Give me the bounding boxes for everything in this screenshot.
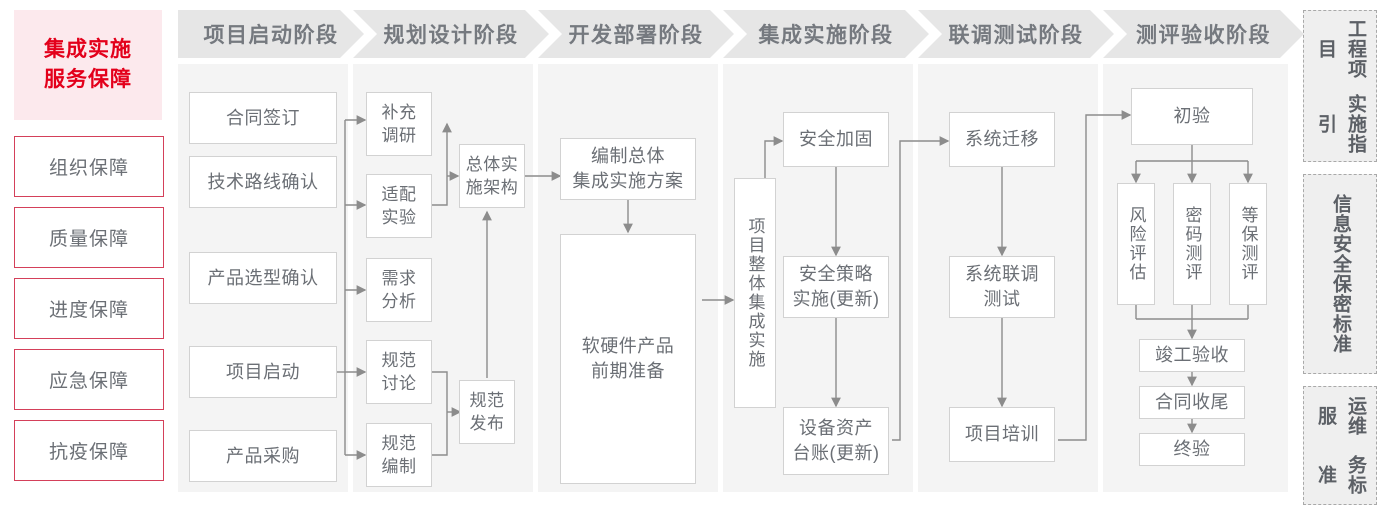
node-label: 初验 [1173,106,1211,126]
standard-operation-service[interactable]: 运维服务标准 [1303,386,1377,505]
phase-header-label: 规划设计阶段 [383,24,519,47]
node-label: 产品采购 [226,445,300,466]
left-sidebar-title-line-1: 集成实施 [44,38,132,61]
node-label: 系统联调测试 [965,264,1039,309]
node-label: 设备资产台账(更新) [792,418,880,463]
sidebar-item-label: 质量保障 [48,229,129,250]
node-label: 系统迁移 [965,129,1039,149]
node-spec-drafting[interactable]: 规范编制 [366,423,432,487]
node-label: 规范发布 [469,391,505,433]
node-tech-route-confirm[interactable]: 技术路线确认 [189,156,337,208]
phase-header-4[interactable]: 集成实施阶段 [723,10,929,58]
node-preliminary-acceptance[interactable]: 初验 [1131,88,1253,145]
node-system-joint-test[interactable]: 系统联调测试 [949,256,1055,318]
node-label: 等保测评 [1238,206,1258,282]
node-spec-release[interactable]: 规范发布 [459,380,515,444]
node-label: 竣工验收 [1155,345,1229,365]
node-adaptation-experiment[interactable]: 适配实验 [366,174,432,238]
node-label: 安全加固 [799,129,873,149]
sidebar-item-organization[interactable]: 组织保障 [14,136,164,197]
phase-header-label: 联调测试阶段 [948,24,1084,47]
phase-header-label: 测评验收阶段 [1136,24,1271,47]
node-label: 总体实施架构 [465,155,519,197]
node-completion-acceptance[interactable]: 竣工验收 [1139,339,1245,372]
node-product-procurement[interactable]: 产品采购 [189,430,337,482]
node-label: 产品选型确认 [207,267,319,288]
node-label: 规范讨论 [381,351,417,393]
right-sidebar: 工程项目实施指引 信息安全保密标准 运维服务标准 [1303,10,1377,505]
node-supplementary-research[interactable]: 补充调研 [366,92,432,156]
node-label: 合同签订 [226,107,300,128]
node-label: 适配实验 [381,185,417,227]
standard-label: 信息安全保密标准 [1330,194,1351,354]
node-overall-architecture[interactable]: 总体实施架构 [459,144,525,208]
phase-header-5[interactable]: 联调测试阶段 [918,10,1114,58]
node-label: 终验 [1173,439,1211,459]
node-contract-signing[interactable]: 合同签订 [189,92,337,144]
node-label: 技术路线确认 [207,171,319,192]
node-project-kickoff[interactable]: 项目启动 [189,346,337,398]
node-overall-project-integration[interactable]: 项目整体集成实施 [734,178,776,408]
node-spec-discussion[interactable]: 规范讨论 [366,340,432,404]
phase-header-label: 集成实施阶段 [758,24,894,47]
left-sidebar-title: 集成实施 服务保障 [14,10,162,120]
standard-label: 运维服务标准 [1315,396,1366,495]
sidebar-item-label: 抗疫保障 [48,442,129,463]
node-label: 项目培训 [965,424,1039,444]
node-security-policy-update[interactable]: 安全策略实施(更新) [783,256,889,318]
sidebar-item-label: 进度保障 [48,300,129,321]
phase-header-label: 项目启动阶段 [203,24,339,47]
phase-header-label: 开发部署阶段 [568,24,704,47]
sidebar-item-schedule[interactable]: 进度保障 [14,278,164,339]
node-crypto-evaluation[interactable]: 密码测评 [1173,183,1211,305]
sidebar-item-epidemic[interactable]: 抗疫保障 [14,420,164,481]
node-product-selection[interactable]: 产品选型确认 [189,252,337,304]
node-final-acceptance[interactable]: 终验 [1139,433,1245,466]
node-label: 需求分析 [381,269,417,311]
left-sidebar-title-line-2: 服务保障 [44,68,132,91]
sidebar-item-emergency[interactable]: 应急保障 [14,349,164,410]
node-label: 补充调研 [381,103,417,145]
node-hw-sw-preparation[interactable]: 软硬件产品前期准备 [560,234,696,484]
node-label: 软硬件产品前期准备 [581,336,675,381]
sidebar-item-label: 组织保障 [48,158,129,179]
phase-header-1[interactable]: 项目启动阶段 [178,10,364,58]
node-security-hardening[interactable]: 安全加固 [783,112,889,167]
node-contract-closeout[interactable]: 合同收尾 [1139,386,1245,419]
node-label: 合同收尾 [1155,392,1229,412]
sidebar-item-label: 应急保障 [48,371,129,392]
node-label: 项目整体集成实施 [745,217,765,369]
node-risk-assessment[interactable]: 风险评估 [1117,183,1155,305]
node-system-migration[interactable]: 系统迁移 [949,112,1055,167]
phase-header-6[interactable]: 测评验收阶段 [1103,10,1304,58]
node-label: 规范编制 [381,434,417,476]
left-sidebar: 集成实施 服务保障 组织保障 质量保障 进度保障 应急保障 抗疫保障 [14,10,164,505]
node-mlps-evaluation[interactable]: 等保测评 [1229,183,1267,305]
node-label: 密码测评 [1182,206,1202,282]
standard-information-security[interactable]: 信息安全保密标准 [1303,174,1377,374]
phase-header-2[interactable]: 规划设计阶段 [353,10,549,58]
node-requirement-analysis[interactable]: 需求分析 [366,258,432,322]
node-label: 项目启动 [226,361,300,382]
node-label: 安全策略实施(更新) [792,264,880,309]
node-asset-ledger-update[interactable]: 设备资产台账(更新) [783,407,889,475]
sidebar-item-quality[interactable]: 质量保障 [14,207,164,268]
standard-label: 工程项目实施指引 [1315,18,1366,154]
node-label: 编制总体集成实施方案 [572,146,684,191]
node-label: 风险评估 [1126,206,1146,282]
node-project-training[interactable]: 项目培训 [949,407,1055,462]
phase-header-3[interactable]: 开发部署阶段 [538,10,734,58]
node-overall-integration-plan[interactable]: 编制总体集成实施方案 [560,138,696,200]
standard-engineering-project-guideline[interactable]: 工程项目实施指引 [1303,10,1377,162]
